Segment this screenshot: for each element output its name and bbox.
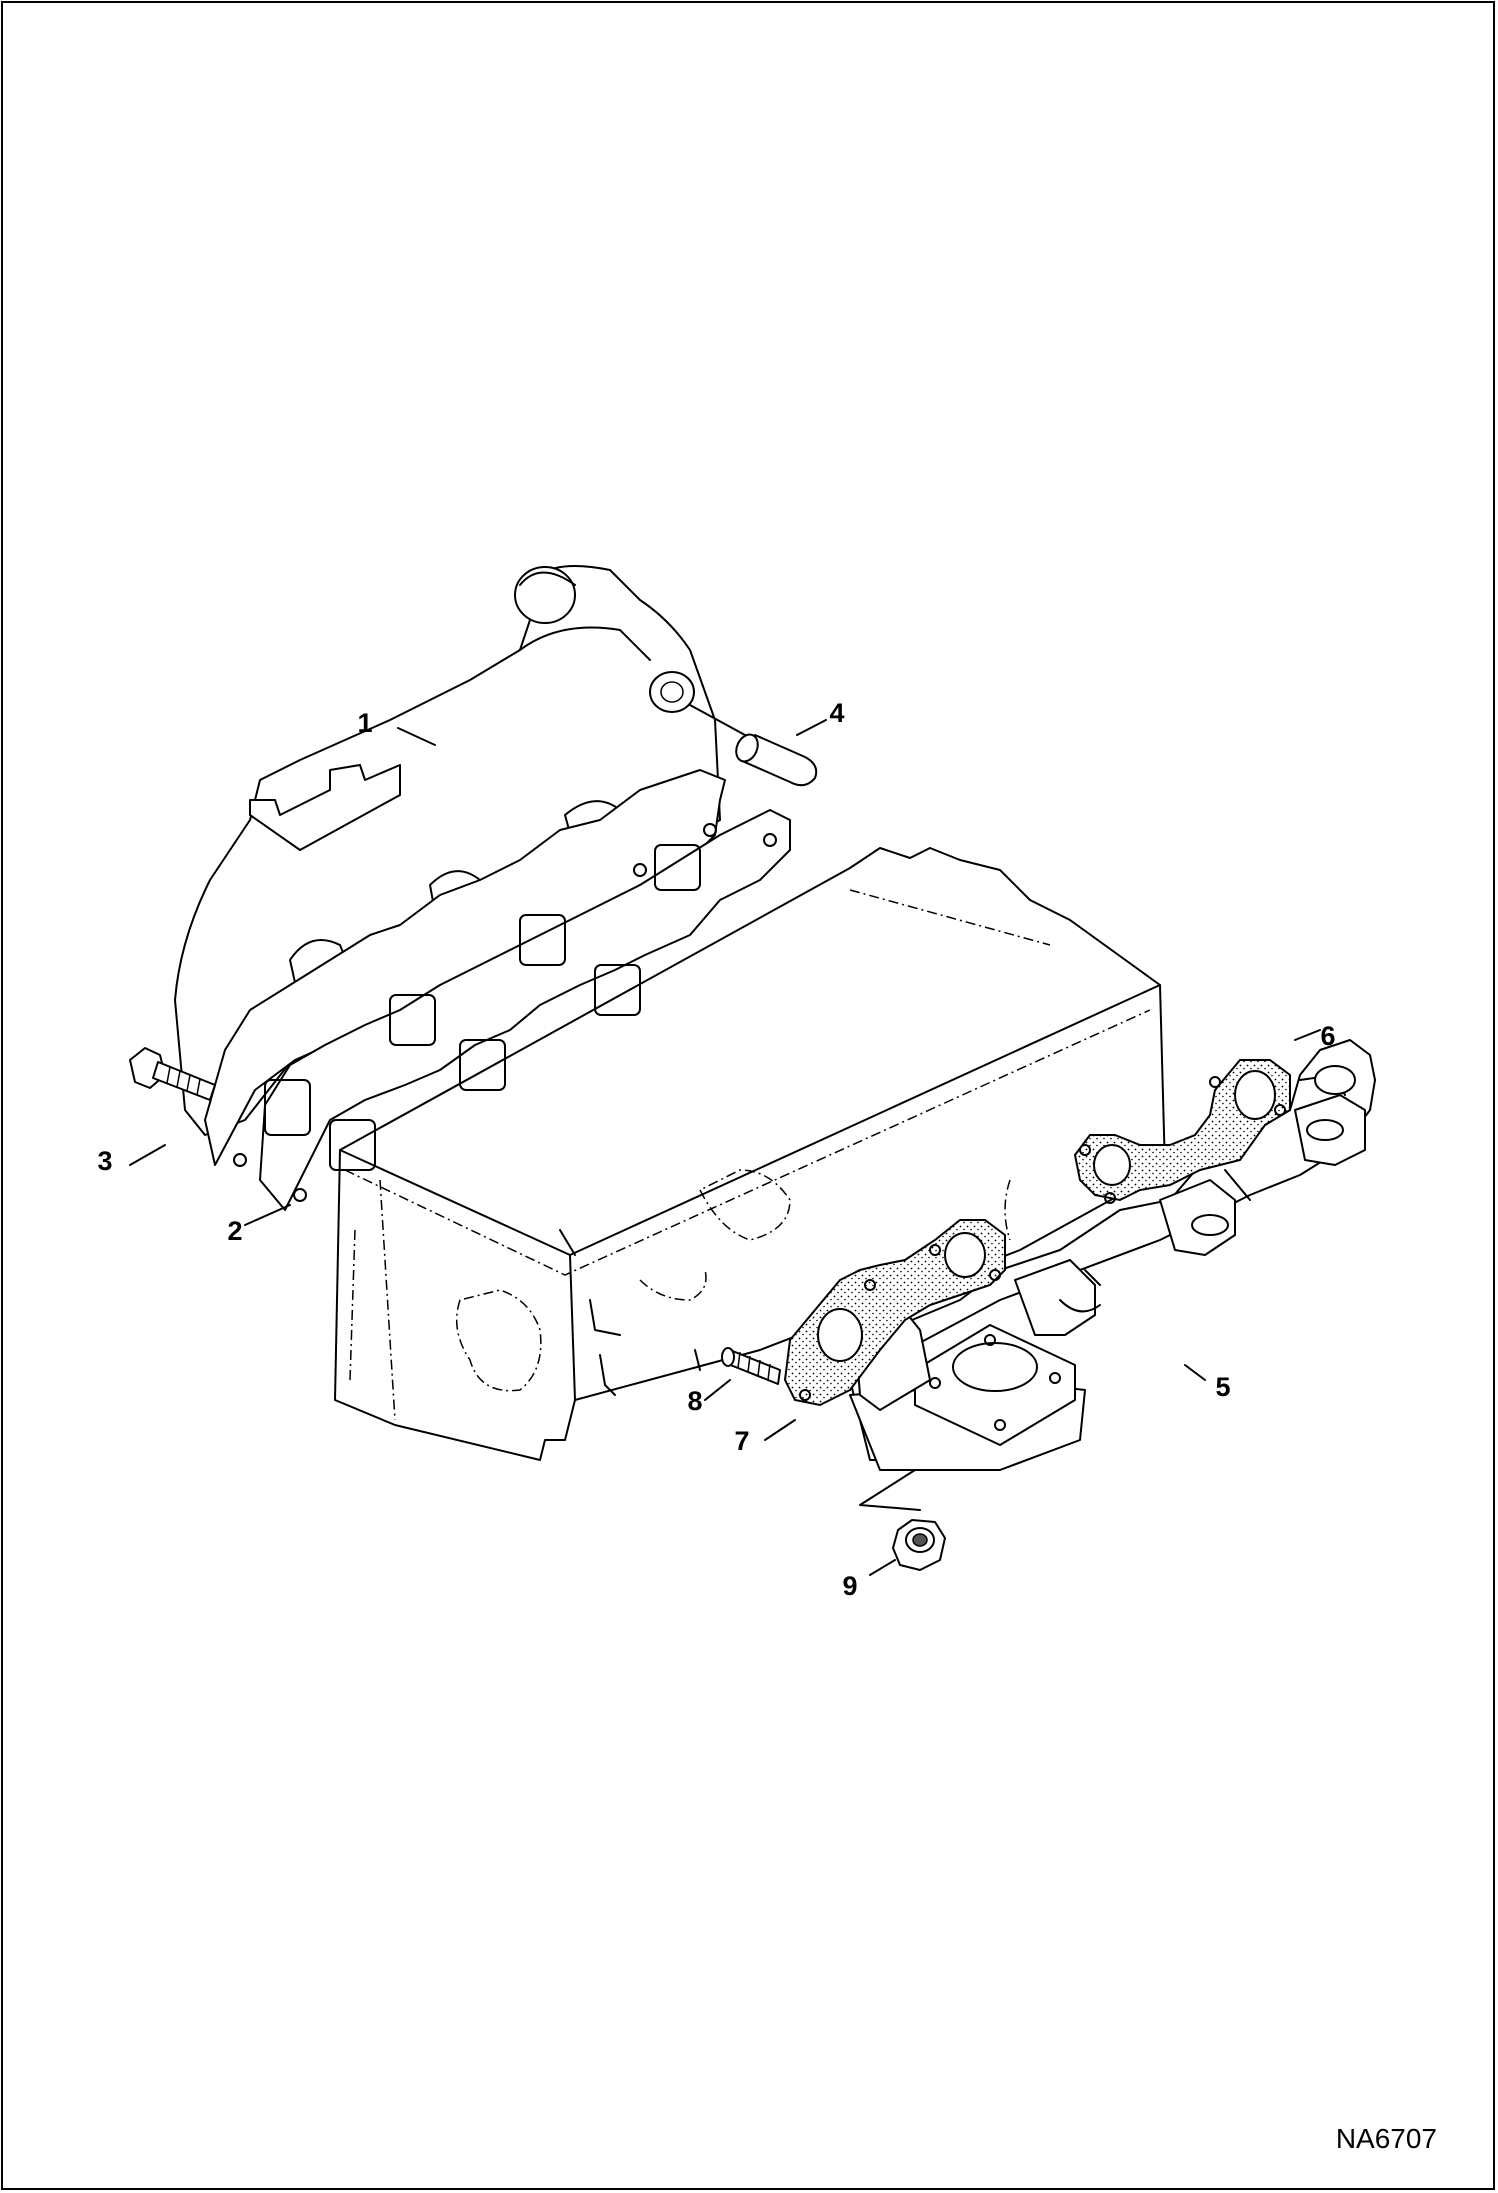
cylinder-head xyxy=(334,847,1166,1461)
callout-8: 8 xyxy=(687,1386,702,1416)
manifold-bolt xyxy=(129,1047,216,1101)
exhaust-nut xyxy=(859,1469,946,1571)
callout-2: 2 xyxy=(227,1216,242,1246)
exhaust-gasket-upper xyxy=(1073,1059,1291,1204)
figure-id: NA6707 xyxy=(1336,2123,1437,2154)
callout-5: 5 xyxy=(1215,1372,1230,1402)
callout-4: 4 xyxy=(829,698,844,728)
callout-3: 3 xyxy=(97,1146,112,1176)
callouts: 1 2 3 4 5 6 7 8 9 xyxy=(97,698,1335,1601)
exhaust-gasket-lower xyxy=(783,1219,1006,1407)
manifold-stud xyxy=(689,704,818,787)
exhaust-manifold xyxy=(849,1039,1376,1471)
intake-manifold-gasket xyxy=(204,769,791,1211)
exhaust-stud xyxy=(721,1347,781,1385)
leader-lines xyxy=(129,719,1321,1576)
callout-6: 6 xyxy=(1320,1021,1335,1051)
callout-1: 1 xyxy=(357,708,372,738)
callout-7: 7 xyxy=(734,1426,749,1456)
callout-9: 9 xyxy=(842,1571,857,1601)
